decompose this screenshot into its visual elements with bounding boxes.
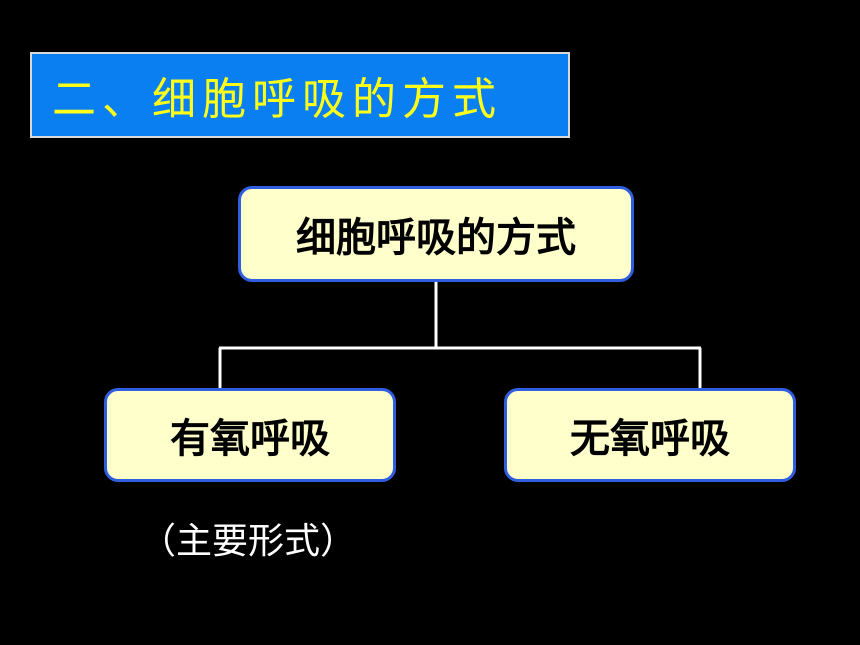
anaerobic-node-label: 无氧呼吸 (570, 416, 730, 462)
aerobic-node-label: 有氧呼吸 (170, 416, 330, 462)
aerobic-node: 有氧呼吸 (104, 388, 396, 482)
aerobic-note: （主要形式） (140, 521, 357, 562)
root-node-label: 细胞呼吸的方式 (296, 215, 576, 261)
root-node: 细胞呼吸的方式 (238, 186, 634, 282)
slide-title: 二、细胞呼吸的方式 (52, 74, 502, 125)
slide-title-box: 二、细胞呼吸的方式 (30, 52, 570, 138)
anaerobic-node: 无氧呼吸 (504, 388, 796, 482)
